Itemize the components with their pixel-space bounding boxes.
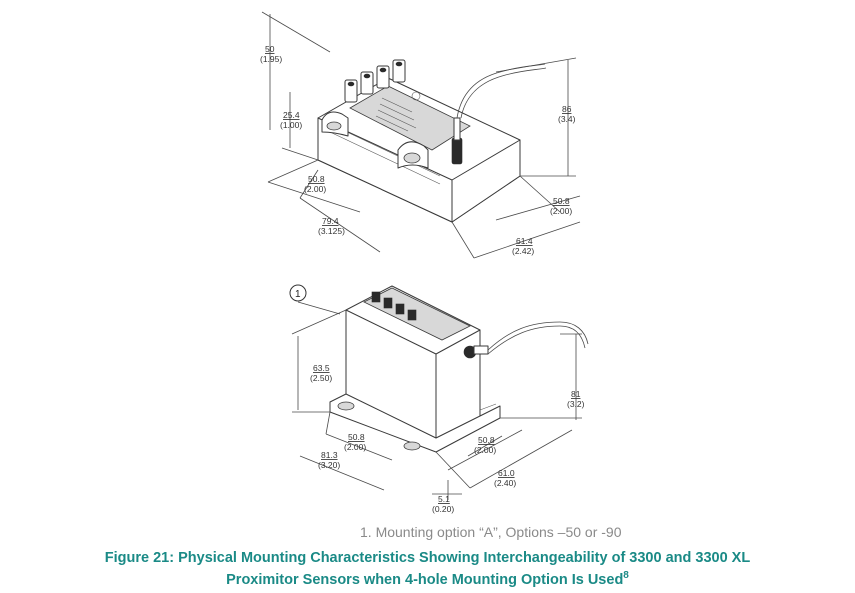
dim-61-4-mm: 61.4 xyxy=(516,236,533,246)
caption-line-2-text: Proximitor Sensors when 4-hole Mounting … xyxy=(226,571,624,588)
bottom-dimension-lines xyxy=(291,309,582,500)
dim-86-mm: 86 xyxy=(562,104,572,114)
dim-50-8-mm-d: 50.8 xyxy=(478,435,495,445)
dim-50-8-in-b: (2.00) xyxy=(550,206,572,216)
dim-5-1-mm: 5.1 xyxy=(438,494,450,504)
dim-79-4-mm: 79.4 xyxy=(322,216,339,226)
dim-63-5-in: (2.50) xyxy=(310,373,332,383)
cable-connector-bottom xyxy=(463,321,589,359)
dim-50-8-mm-a: 50.8 xyxy=(308,174,325,184)
mounting-drawing: 50 (1.95) 25.4 (1.00) 50.8 (2.00) 79.4 (… xyxy=(260,11,589,514)
dim-61-4-in: (2.42) xyxy=(512,246,534,256)
callout-leader xyxy=(297,301,341,315)
dim-81-in: (3.2) xyxy=(567,399,585,409)
caption-line-2: Proximitor Sensors when 4-hole Mounting … xyxy=(60,567,795,589)
dim-50-in: (1.95) xyxy=(260,54,282,64)
top-dimension-lines xyxy=(261,11,581,259)
dim-61-0-mm: 61.0 xyxy=(498,468,515,478)
dim-50-8-mm-c: 50.8 xyxy=(348,432,365,442)
dim-50-8-in-a: (2.00) xyxy=(304,184,326,194)
dim-81-3-in: (3.20) xyxy=(318,460,340,470)
dim-81-3-mm: 81.3 xyxy=(321,450,338,460)
bottom-proximitor-view: 1 63.5 (2.50) 50.8 (2.00) 81.3 (3.20) 50… xyxy=(289,284,589,514)
dim-79-4-in: (3.125) xyxy=(318,226,345,236)
dim-5-1-in: (0.20) xyxy=(432,504,454,514)
dim-86-in: (3.4) xyxy=(558,114,576,124)
dim-61-0-in: (2.40) xyxy=(494,478,516,488)
terminal-block xyxy=(344,59,406,103)
label-plate xyxy=(375,91,421,132)
callout-number: 1 xyxy=(295,289,301,300)
dim-50-8-in-d: (2.00) xyxy=(474,445,496,455)
dim-25-4-in: (1.00) xyxy=(280,120,302,130)
terminal-block-bottom xyxy=(371,291,417,321)
top-proximitor-view: 50 (1.95) 25.4 (1.00) 50.8 (2.00) 79.4 (… xyxy=(260,11,581,259)
footnote: 1. Mounting option “A”, Options –50 or -… xyxy=(360,524,622,540)
caption-line-1: Figure 21: Physical Mounting Characteris… xyxy=(104,550,751,566)
callout-circle xyxy=(289,284,307,302)
dim-50-mm: 50 xyxy=(265,44,275,54)
dim-50-8-mm-b: 50.8 xyxy=(553,196,570,206)
figure-caption: Figure 21: Physical Mounting Characteris… xyxy=(60,549,795,589)
dim-50-8-in-c: (2.00) xyxy=(344,442,366,452)
dim-25-4-mm: 25.4 xyxy=(283,110,300,120)
dim-63-5-mm: 63.5 xyxy=(313,363,330,373)
dim-81-mm: 81 xyxy=(571,389,581,399)
caption-footnote-ref: 8 xyxy=(623,570,629,581)
